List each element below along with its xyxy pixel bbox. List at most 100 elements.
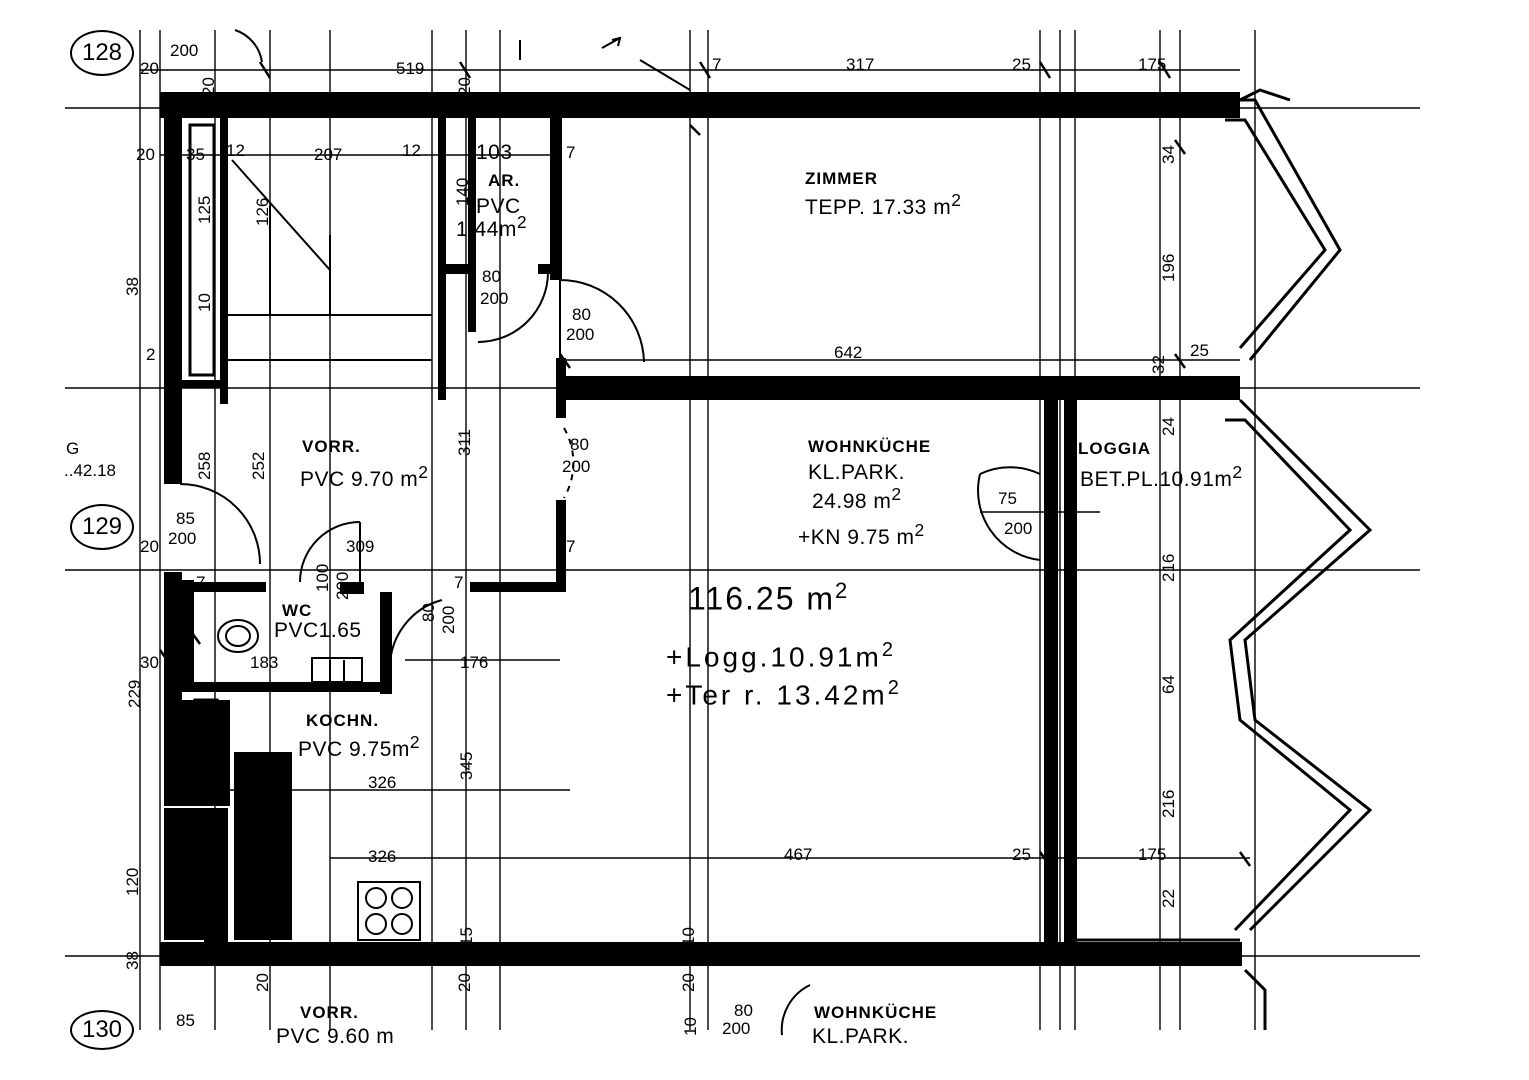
room-loggia-floor-text: BET.PL.10.91m bbox=[1080, 468, 1233, 491]
dim-label: 200 bbox=[562, 457, 591, 476]
dim-label: 64 bbox=[1159, 675, 1178, 694]
unit-number-129-text: 129 bbox=[81, 513, 123, 540]
dim-label: 22 bbox=[1159, 889, 1178, 908]
dim-label: 200 bbox=[566, 325, 595, 344]
total-loggia-text: +Logg.10.91m bbox=[666, 641, 882, 673]
dim-label: 140 bbox=[453, 177, 472, 206]
dim-label: 519 bbox=[396, 59, 425, 78]
dim-label: 80 bbox=[482, 267, 501, 286]
dim-label: 10 bbox=[679, 927, 698, 946]
dim-label: 20 bbox=[679, 973, 698, 992]
room-zimmer-floor-text: TEPP. 17.33 m bbox=[805, 196, 952, 219]
room-wohnkueche-below-line1: KL.PARK. bbox=[812, 1025, 909, 1048]
room-loggia-floor: BET.PL.10.91m2 bbox=[1080, 462, 1243, 491]
dim-label: 80 bbox=[572, 305, 591, 324]
room-zn-name: ZN. bbox=[168, 905, 200, 925]
dim-label: 20 bbox=[455, 77, 474, 96]
total-loggia: +Logg.10.91m2 bbox=[666, 640, 896, 671]
dim-label: 183 bbox=[250, 653, 279, 672]
rooftop-arrow bbox=[519, 36, 691, 91]
dim-label: 175 bbox=[1138, 845, 1167, 864]
total-area-text: 116.25 m bbox=[688, 580, 836, 617]
unit-number-130-text: 130 bbox=[81, 1016, 123, 1043]
room-wohnkueche-line3: +KN 9.75 m2 bbox=[798, 520, 925, 548]
dim-label: 326 bbox=[368, 773, 397, 792]
dim-label: 7 bbox=[566, 537, 576, 556]
dim-label: 252 bbox=[249, 451, 268, 480]
dim-label: 80 bbox=[419, 603, 438, 622]
dim-label: 345 bbox=[457, 751, 476, 780]
dim-label: 85 bbox=[176, 1011, 195, 1030]
dim-label: 20 bbox=[199, 77, 218, 96]
total-terrace-sup: 2 bbox=[887, 677, 902, 699]
total-loggia-sup: 2 bbox=[881, 639, 896, 661]
room-wohnkueche-line2: 24.98 m2 bbox=[812, 484, 902, 512]
room-ar-floor2: 1.44m2 bbox=[456, 212, 528, 241]
dim-label: 80 bbox=[570, 435, 589, 454]
room-vorr-floor-sup: 2 bbox=[418, 462, 429, 482]
room-ar-floor1: PVC bbox=[476, 195, 521, 218]
dim-label: 200 bbox=[722, 1019, 751, 1038]
dim-label: 196 bbox=[1159, 253, 1178, 282]
dim-label: 100 bbox=[313, 563, 332, 592]
dim-label: 10 bbox=[195, 293, 214, 312]
dim-label: 216 bbox=[1159, 553, 1178, 582]
dim-label: 25 bbox=[1190, 341, 1209, 360]
dim-label: 15 bbox=[457, 927, 476, 946]
room-kochn-floor: PVC 9.75m2 bbox=[298, 732, 421, 760]
room-wc-floor: PVC1.65 bbox=[274, 619, 362, 642]
unit-number-128-text: 128 bbox=[81, 39, 123, 66]
dim-label: 126 bbox=[253, 197, 272, 226]
room-vorr-name: VORR. bbox=[302, 437, 361, 456]
side-label-value: ..42.18 bbox=[64, 461, 116, 480]
dim-label: 35 bbox=[186, 145, 205, 164]
dim-label: 25 bbox=[1012, 845, 1031, 864]
dim-label: 200 bbox=[333, 571, 352, 600]
room-vorr-below-floor: PVC 9.60 m bbox=[276, 1025, 395, 1048]
dim-label: 10 bbox=[681, 1017, 700, 1036]
dim-label: 12 bbox=[226, 141, 245, 160]
room-vorr-floor-text: PVC 9.70 m bbox=[300, 468, 419, 491]
interior-walls bbox=[182, 118, 1074, 942]
total-terrace: +Ter r. 13.42m2 bbox=[666, 678, 902, 709]
dim-label: 40 bbox=[172, 849, 197, 872]
dim-label: 2 bbox=[146, 345, 156, 364]
room-wohnkueche-line3-sup: 2 bbox=[914, 520, 925, 540]
room-kochn-floor-sup: 2 bbox=[409, 732, 421, 752]
dim-label: 7 bbox=[454, 573, 464, 592]
door-swings bbox=[179, 29, 1041, 1036]
dimension-ticks bbox=[158, 61, 1252, 867]
dim-label: 24 bbox=[1159, 417, 1178, 436]
total-terrace-text: +Ter r. 13.42m bbox=[666, 679, 888, 711]
dim-label: 120 bbox=[123, 867, 142, 896]
side-label-g: G bbox=[66, 439, 80, 458]
room-wohnkueche-line2-sup: 2 bbox=[891, 484, 902, 504]
facade-zigzag bbox=[1225, 88, 1373, 1030]
dim-label: 25 bbox=[1012, 55, 1031, 74]
dim-label: 200 bbox=[1004, 519, 1033, 538]
dim-label: 85 bbox=[176, 509, 195, 528]
room-zimmer-name: ZIMMER bbox=[805, 169, 879, 188]
room-zimmer-floor-sup: 2 bbox=[951, 190, 962, 210]
room-ar-name: AR. bbox=[488, 171, 521, 190]
dim-label: 7 bbox=[196, 573, 206, 592]
room-ar-floor2-text: 1.44m bbox=[456, 218, 517, 241]
dim-label: 34 bbox=[1159, 145, 1178, 164]
room-ar-floor2-sup: 2 bbox=[516, 212, 528, 232]
total-area: 116.25 m2 bbox=[688, 580, 849, 615]
room-loggia-name: LOGGIA bbox=[1078, 439, 1152, 458]
dim-label: 20 bbox=[140, 59, 159, 78]
dim-label: 317 bbox=[846, 55, 875, 74]
dim-label: 175 bbox=[1138, 55, 1167, 74]
wall-details bbox=[188, 123, 1240, 942]
dim-label: 200 bbox=[439, 605, 458, 634]
room-loggia-floor-sup: 2 bbox=[1232, 462, 1243, 482]
dim-label: 20 bbox=[176, 873, 201, 896]
room-wc-name: WC bbox=[282, 601, 313, 620]
dim-label: 7 bbox=[566, 143, 576, 162]
room-vorr-floor: PVC 9.70 m2 bbox=[300, 462, 429, 491]
room-kochn-name: KOCHN. bbox=[306, 711, 380, 730]
dim-label: 12 bbox=[402, 141, 421, 160]
dim-label: 20 bbox=[253, 973, 272, 992]
dim-label: 125 bbox=[195, 195, 214, 224]
